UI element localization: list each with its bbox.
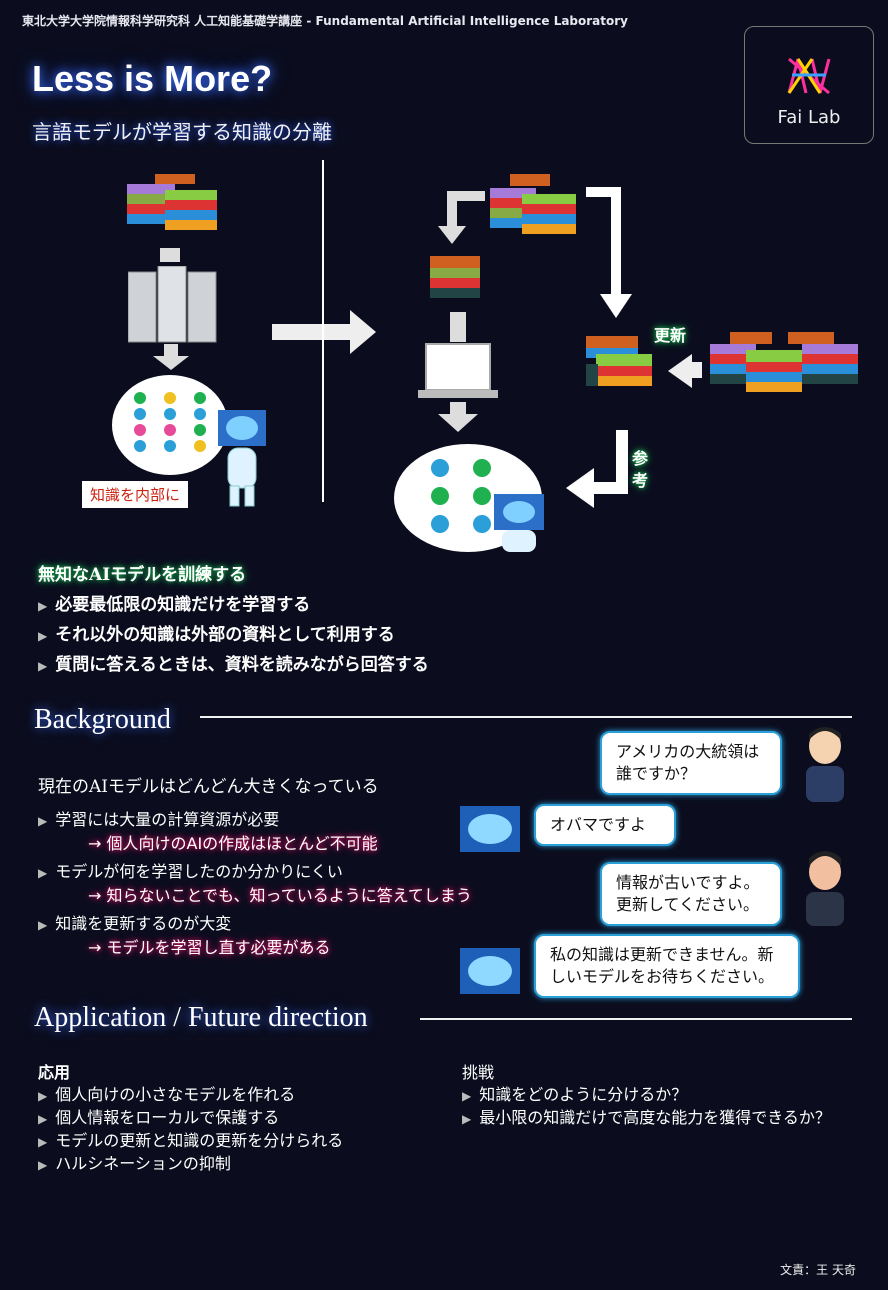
transition-arrow-icon [272,310,376,354]
server-icon [128,266,217,343]
challenge-item: ▶最小限の知識だけで高度な能力を獲得できるか？ [462,1108,831,1127]
triangle-bullet-icon: ▶ [38,1089,48,1103]
triangle-bullet-icon: ▶ [38,814,48,828]
triangle-bullet-icon: ▶ [38,866,48,880]
application-title: Application / Future direction [34,1002,368,1033]
triangle-bullet-icon: ▶ [38,599,48,613]
chat-bubble-user-question: アメリカの大統領は誰ですか？ [600,731,782,795]
background-rule [200,716,852,718]
intro-bullet: ▶質問に答えるときは、資料を読みながら回答する [38,655,429,675]
challenge-item: ▶知識をどのように分けるか？ [462,1085,688,1104]
internal-knowledge-tag: 知識を内部に [82,481,189,508]
background-item: ▶知識を更新するのが大変 → モデルを学習し直す必要がある [38,910,488,962]
background-consequence: → モデルを学習し直す必要がある [88,938,331,957]
application-item: ▶モデルの更新と知識の更新を分けられる [38,1131,344,1150]
challenges-column: 挑戦 ▶知識をどのように分けるか？ ▶最小限の知識だけで高度な能力を獲得できるか… [462,1062,842,1130]
divider-line [322,160,324,502]
down-arrow [160,248,180,262]
user-angry-avatar-icon [806,851,844,926]
application-item: ▶ハルシネーションの抑制 [38,1154,231,1173]
intro-heading: 無知なAIモデルを訓練する [38,565,247,585]
books-icon [127,174,217,230]
fai-lab-logo: Fai Lab [744,26,874,144]
application-item: ▶個人情報をローカルで保護する [38,1108,280,1127]
credit: 文責：王 天奇 [780,1263,856,1277]
triangle-bullet-icon: ▶ [38,1112,48,1126]
ai-brain-icon [460,948,520,994]
left-diagram [110,170,280,510]
down-arrow-icon [153,344,189,370]
background-title: Background [34,704,171,735]
intro-bullet: ▶必要最低限の知識だけを学習する [38,595,311,615]
lab-header: 東北大学大学院情報科学研究科 人工知能基礎学講座 - Fundamental A… [22,14,629,28]
background-items: ▶学習には大量の計算資源が必要 → 個人向けのAIの作成はほとんど不可能 ▶モデ… [38,806,488,962]
intro-bullets: ▶必要最低限の知識だけを学習する ▶それ以外の知識は外部の資料として利用する ▶… [38,590,429,680]
chat-bubble-ai-answer: オバマですよ [534,804,676,846]
neural-network-cloud-icon [112,375,228,475]
refer-label: 参考 [632,449,649,490]
background-item: ▶モデルが何を学習したのか分かりにくい → 知らないことでも、知っているように答… [38,858,488,910]
page-subtitle: 言語モデルが学習する知識の分離 [32,120,332,144]
triangle-bullet-icon: ▶ [38,1135,48,1149]
triangle-bullet-icon: ▶ [38,659,48,673]
applications-column: 応用 ▶個人向けの小さなモデルを作れる ▶個人情報をローカルで保護する ▶モデル… [38,1062,438,1176]
user-thinking-avatar-icon [806,727,844,802]
ai-robot-icon [218,410,266,507]
triangle-bullet-icon: ▶ [38,1158,48,1172]
applications-heading: 応用 [38,1063,71,1082]
update-label: 更新 [654,326,687,345]
right-diagram [394,174,858,552]
chat-bubble-ai-refusal: 私の知識は更新できません。新しいモデルをお待ちください。 [534,934,800,998]
triangle-bullet-icon: ▶ [462,1112,472,1126]
background-item: ▶学習には大量の計算資源が必要 → 個人向けのAIの作成はほとんど不可能 [38,806,488,858]
background-consequence: → 個人向けのAIの作成はほとんど不可能 [88,834,378,853]
page-title: Less is More? [32,58,273,99]
books-top-icon [490,174,576,234]
background-lead: 現在のAIモデルはどんどん大きくなっている [38,777,379,797]
challenges-heading: 挑戦 [462,1063,495,1082]
logo-text: Fai Lab [777,107,841,128]
intro-bullet: ▶それ以外の知識は外部の資料として利用する [38,625,395,645]
application-item: ▶個人向けの小さなモデルを作れる [38,1085,296,1104]
fai-logo-icon [787,57,831,95]
background-consequence: → 知らないことでも、知っているように答えてしまう [88,886,472,905]
triangle-bullet-icon: ▶ [38,629,48,643]
ai-brain-icon [460,806,520,852]
triangle-bullet-icon: ▶ [38,918,48,932]
application-rule [420,1018,852,1020]
triangle-bullet-icon: ▶ [462,1089,472,1103]
chat-bubble-user-complaint: 情報が古いですよ。更新してください。 [600,862,782,926]
